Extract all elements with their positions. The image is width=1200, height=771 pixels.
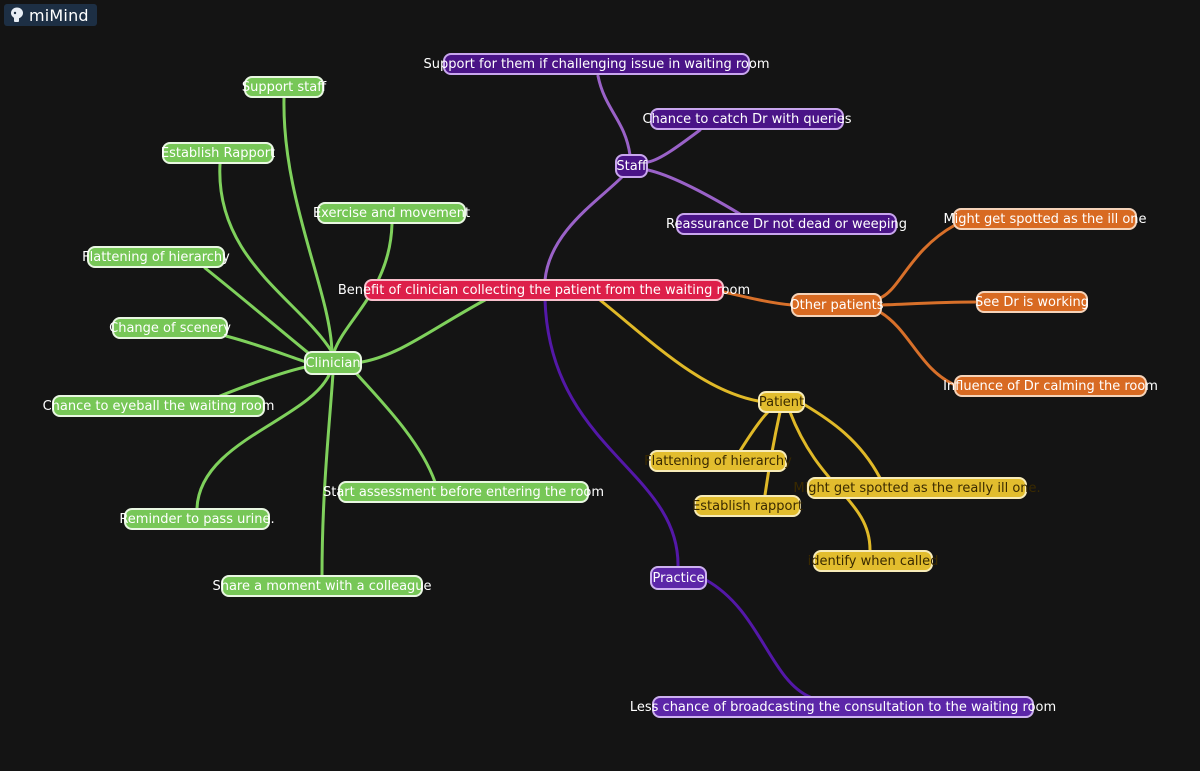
staff-child-support[interactable]: Support for them if challenging issue in… [424, 53, 769, 75]
connector-support-them [596, 74, 632, 157]
other-child-dr-calming[interactable]: Influence of Dr calming the room [943, 375, 1158, 397]
connector-reassurance [646, 168, 742, 216]
clinician-child-reminder[interactable]: Reminder to pass urine. [119, 508, 275, 530]
connector-broadcast [704, 578, 812, 699]
clinician-child-support-staff[interactable]: Support staff [242, 76, 326, 98]
patient-child-spotted-really[interactable]: Might get spotted as the really ill one. [793, 477, 1041, 499]
app-logo[interactable]: miMind [4, 4, 97, 26]
staff-child-catch-dr[interactable]: Chance to catch Dr with queries [642, 108, 852, 130]
connector-exercise [332, 222, 394, 354]
root-node[interactable]: Benefit of clinician collecting the pati… [338, 279, 750, 301]
connector-dr-calming [878, 310, 957, 387]
other-child-spotted-ill[interactable]: Might get spotted as the ill one [943, 208, 1147, 230]
connector-rapport-p [763, 410, 782, 497]
connector-reminder [195, 371, 332, 510]
clinician-child-start-assessment[interactable]: Start assessment before entering the roo… [323, 481, 604, 503]
patient-child-identify[interactable]: identify when called [808, 550, 938, 572]
practice-node[interactable]: Practice [650, 566, 707, 590]
connector-flattening-c [203, 266, 314, 358]
connector-flattening-p [738, 410, 770, 453]
clinician-child-change-scenery[interactable]: Change of scenery [109, 317, 231, 339]
app-name: miMind [29, 5, 89, 25]
connector-root-clinician [360, 298, 487, 364]
connector-dr-working [880, 300, 979, 307]
connector-spotted-ill [878, 223, 957, 300]
connector-change-scenery [224, 334, 308, 364]
brain-icon [11, 7, 23, 22]
practice-child-broadcast[interactable]: Less chance of broadcasting the consulta… [630, 696, 1056, 718]
patient-node[interactable]: Patient [758, 391, 805, 413]
connector-catch-dr [646, 128, 702, 164]
connector-eyeball [218, 364, 312, 398]
connector-root-staff [543, 173, 626, 282]
other-patients-node[interactable]: Other patients [789, 293, 884, 317]
other-child-dr-working[interactable]: See Dr is working [975, 291, 1089, 313]
connector-establish-rapport [218, 162, 334, 354]
clinician-child-exercise[interactable]: Exercise and movement [313, 202, 470, 224]
patient-child-rapport[interactable]: Establish rapport [692, 495, 803, 517]
connector-share-moment [320, 371, 335, 578]
connector-support-staff [282, 96, 334, 354]
staff-node[interactable]: Staff [615, 154, 648, 178]
clinician-child-establish-rapport[interactable]: Establish Rapport [161, 142, 275, 164]
connector-root-other [722, 290, 794, 307]
staff-child-reassurance[interactable]: Reassurance Dr not dead or weeping [666, 213, 907, 235]
connector-spotted-really [803, 403, 882, 480]
clinician-child-share-moment[interactable]: Share a moment with a colleague [212, 575, 432, 597]
clinician-node[interactable]: Clinician [304, 351, 362, 375]
clinician-child-flattening[interactable]: Flattening of hierarchy [82, 246, 230, 268]
connector-start-assessment [353, 370, 437, 484]
patient-child-flattening[interactable]: Flattening of hierarchy [644, 450, 792, 472]
clinician-child-eyeball[interactable]: Chance to eyeball the waiting room [43, 395, 274, 417]
connector-root-patient [598, 298, 760, 403]
connector-root-practice [543, 298, 680, 569]
